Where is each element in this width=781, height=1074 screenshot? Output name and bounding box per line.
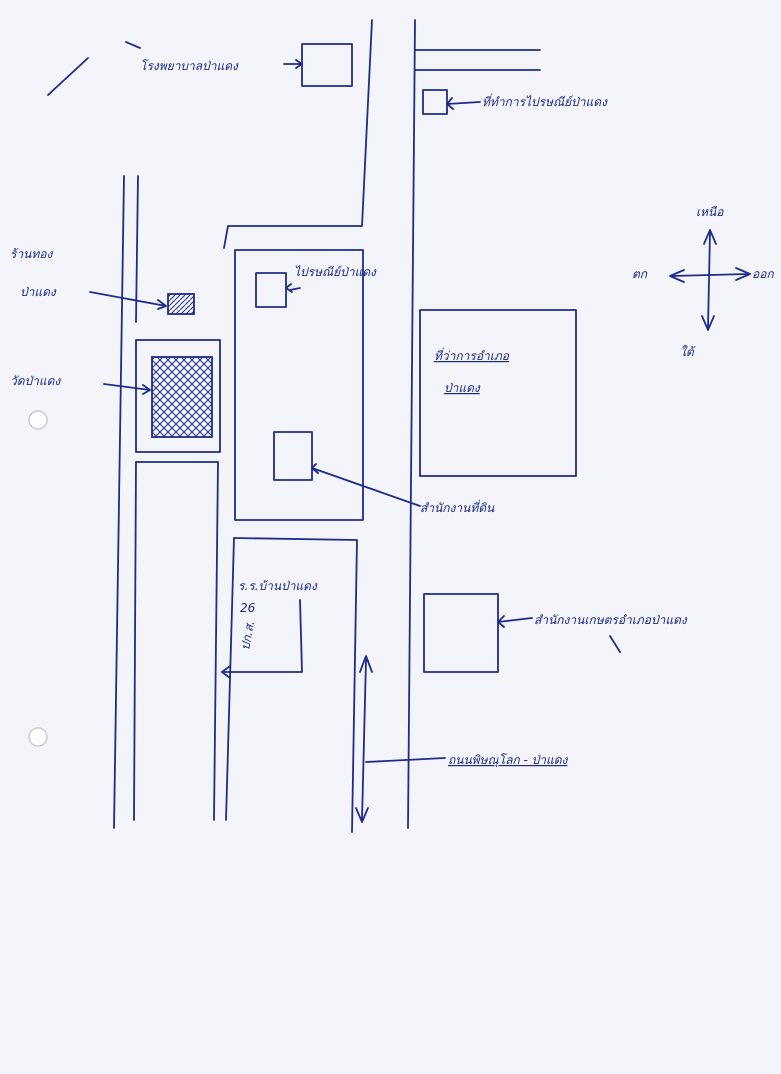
main-road <box>223 19 541 829</box>
district-office-block <box>419 309 577 477</box>
village-label-2: 26 <box>240 601 256 615</box>
compass-south: ใต้ <box>680 345 697 359</box>
compass-north: เหนือ <box>696 205 724 219</box>
district-office-label-1: ที่ว่าการอำเภอ <box>434 347 510 363</box>
bank-building <box>255 272 287 308</box>
post-office-label: ที่ทำการไปรษณีย์ป่าแดง <box>482 93 608 109</box>
temple-label: วัดป่าแดง <box>10 374 61 388</box>
compass-rose <box>669 229 751 331</box>
leader-lines <box>89 41 621 679</box>
compass-east: ตก <box>632 267 648 281</box>
west-road <box>113 175 139 829</box>
shop-label-2: ป่าแดง <box>20 285 57 299</box>
office-label: สำนักงานที่ดิน <box>420 499 495 515</box>
punch-hole-bottom <box>28 727 48 747</box>
hospital-label: โรงพยาบาลป่าแดง <box>140 59 239 73</box>
stamp-mark: ปก.ส. <box>238 619 257 651</box>
agri-office-building <box>423 593 499 673</box>
temple-building <box>151 356 213 438</box>
hospital-building <box>301 43 353 87</box>
bank-label-1: ไปรษณีย์ป่าแดง <box>294 265 377 279</box>
office-building <box>273 431 313 481</box>
temple-block <box>135 339 221 453</box>
central-block <box>234 249 364 521</box>
lower-central-block <box>233 537 358 833</box>
road-label: ถนนพิษณุโลก - ป่าแดง <box>448 753 569 768</box>
shop-building <box>167 293 195 315</box>
agri-office-label: สำนักงานเกษตรอำเภอป่าแดง <box>534 613 688 627</box>
village-marker <box>221 599 303 673</box>
punch-hole-top <box>28 410 48 430</box>
left-lower-block <box>135 461 219 821</box>
shop-label-1: ร้านทอง <box>10 247 54 261</box>
margin-mark <box>47 57 89 96</box>
compass-west: ออก <box>752 267 774 281</box>
district-office-label-2: ป่าแดง <box>444 381 481 395</box>
village-label-1: ร.ร.บ้านป่าแดง <box>238 579 318 593</box>
post-office-building <box>422 89 448 115</box>
road-arrow <box>361 659 367 821</box>
